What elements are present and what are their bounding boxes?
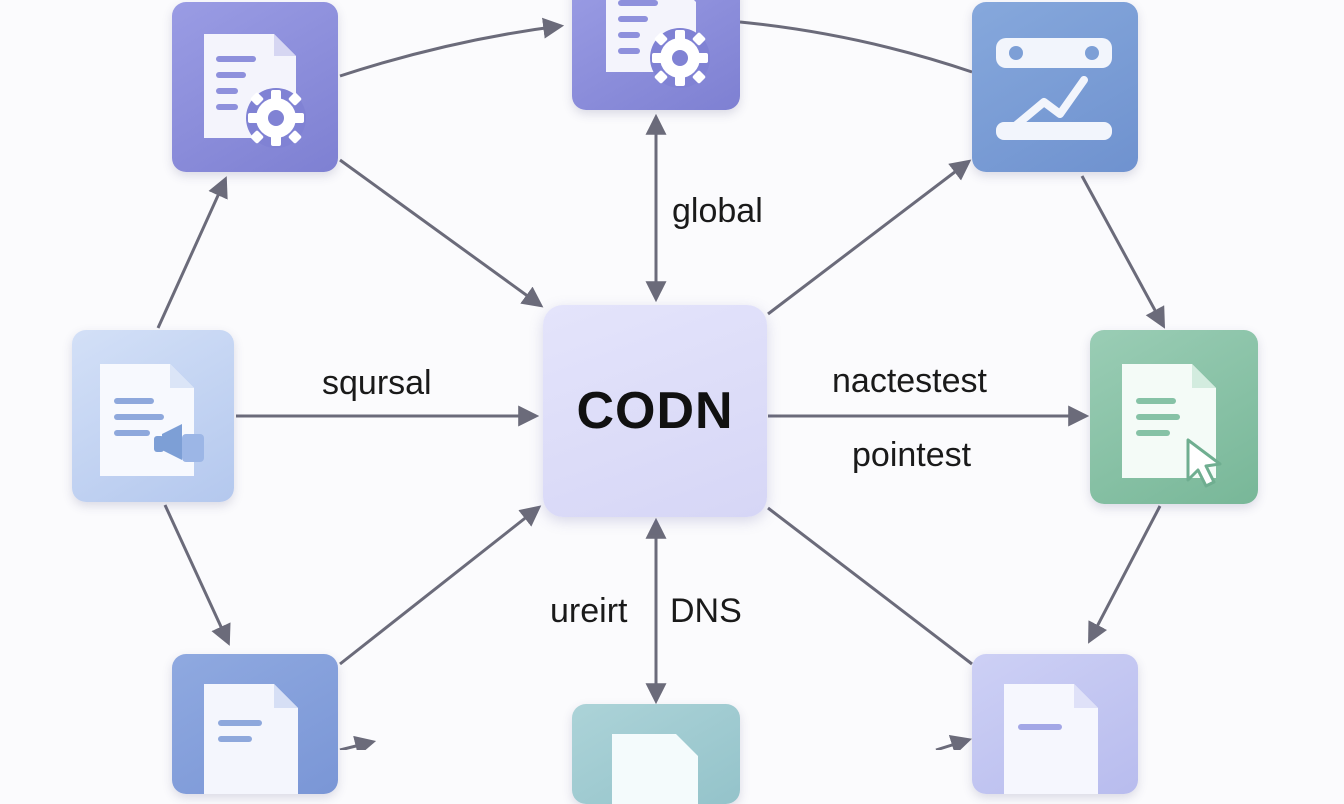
edge-label-top: global [672,192,763,230]
edge-topleft-to-topcenter [339,17,565,78]
edge-left-to-bottomleft [163,504,231,646]
edge-topright-to-right [1080,175,1166,329]
hub-label: CODN [576,382,734,440]
edge-right-to-bottomright [1088,505,1162,644]
document-icon [572,704,740,804]
edge-label-left: sqursal [322,364,432,402]
edge-left-to-topleft [156,176,228,329]
edge-label-bottom-right: DNS [670,592,742,630]
document-gear-icon [572,0,740,110]
document-megaphone-icon [72,330,234,502]
document-cursor-icon [1090,330,1258,504]
edge-bottom-left-stub [339,735,377,750]
edge-topcenter-to-topright [739,20,973,74]
document-icon [972,654,1138,794]
edge-label-right-lower: pointest [852,436,972,474]
edge-bottomleft-to-hub [339,505,542,666]
edge-hub-to-bottomright [767,506,973,666]
edge-bottom-right-stub [935,734,973,750]
edge-label-bottom-left: ureirt [550,592,628,630]
edge-hub-to-topright [767,159,972,316]
document-icon [172,654,338,794]
connector-layer [156,17,1166,750]
edge-label-right-upper: nactestest [832,362,987,400]
edge-topleft-to-hub [339,158,544,308]
hub-node: CODN [543,305,767,517]
document-gear-icon [172,2,338,172]
analytics-chart-icon [972,2,1138,172]
